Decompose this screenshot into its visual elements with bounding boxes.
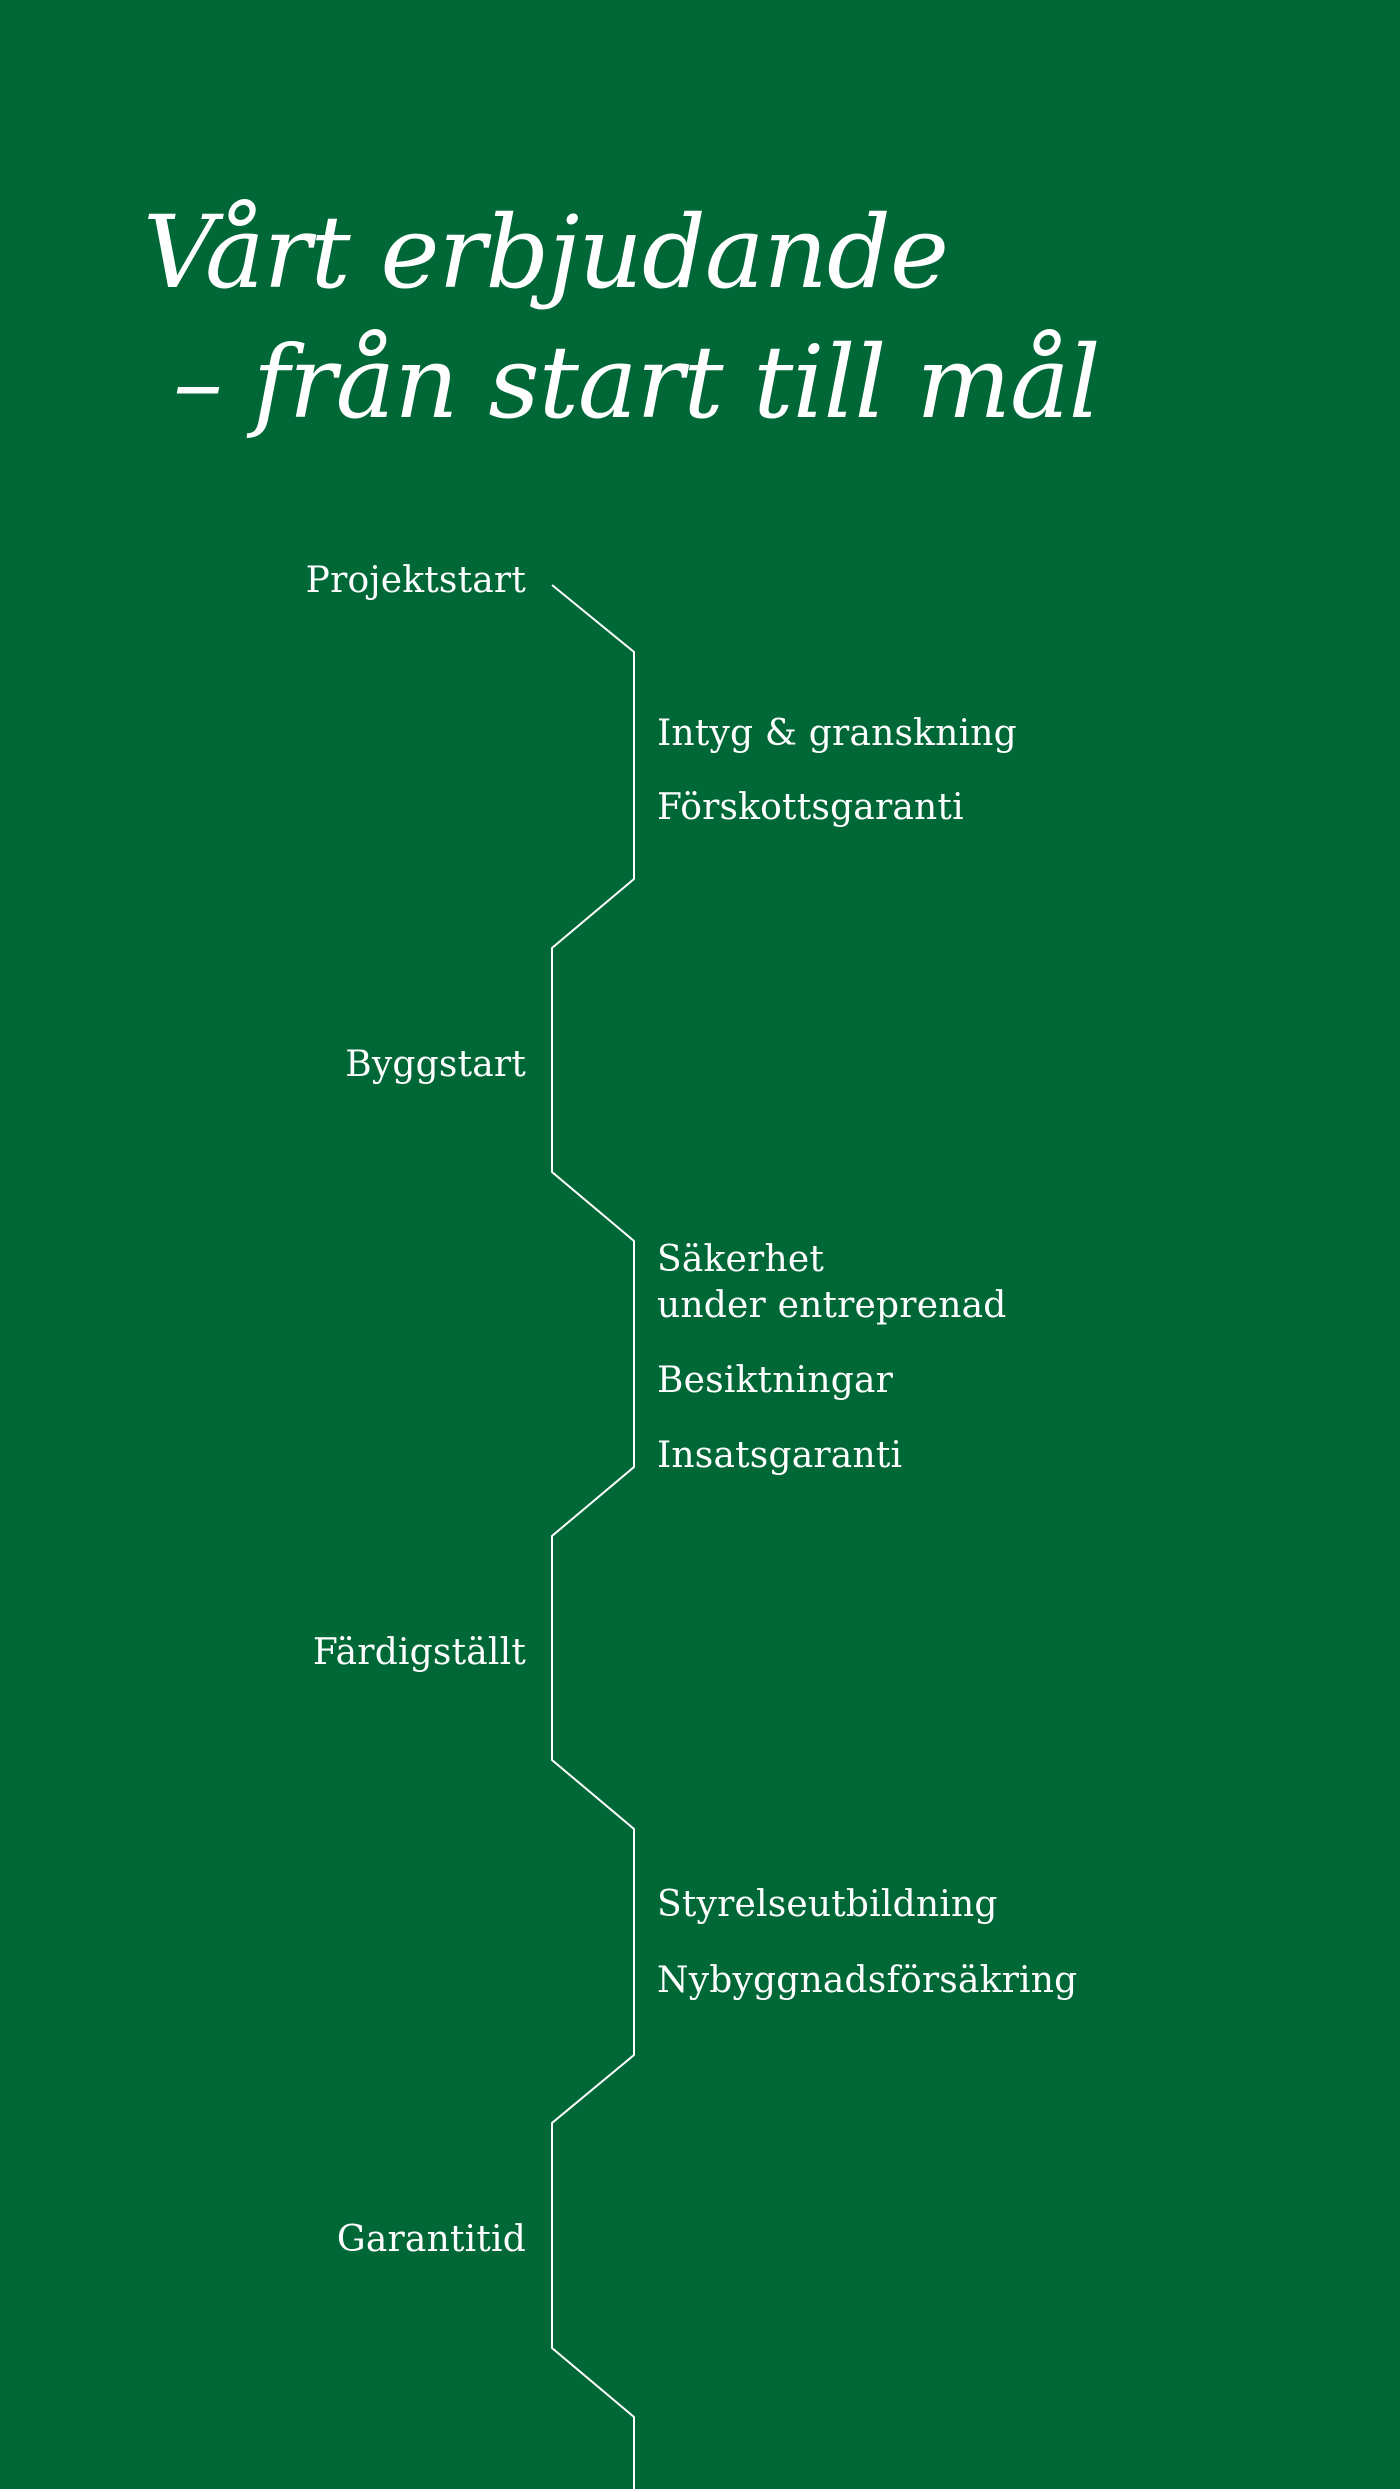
service-under-entreprenad: under entreprenad [657,1285,1007,1326]
stage-byggstart: Byggstart [345,1044,526,1085]
service-forskottsgaranti: Förskottsgaranti [657,787,964,828]
stage-projektstart: Projektstart [305,560,526,601]
service-insatsgaranti: Insatsgaranti [657,1435,903,1476]
page-title: Vårt erbjudande – från start till mål [143,188,1101,448]
service-intyg-granskning: Intyg & granskning [657,713,1017,754]
stage-garantitid: Garantitid [336,2219,526,2260]
service-sakerhet: Säkerhet [657,1239,825,1280]
service-styrelseutbildning: Styrelseutbildning [657,1884,998,1925]
stage-fardigstallt: Färdigställt [312,1632,526,1673]
title-line-1: Vårt erbjudande [143,194,949,311]
title-line-2: – från start till mål [173,324,1101,441]
service-nybyggnadsforsakring: Nybyggnadsförsäkring [657,1960,1078,2001]
service-besiktningar: Besiktningar [657,1360,894,1401]
